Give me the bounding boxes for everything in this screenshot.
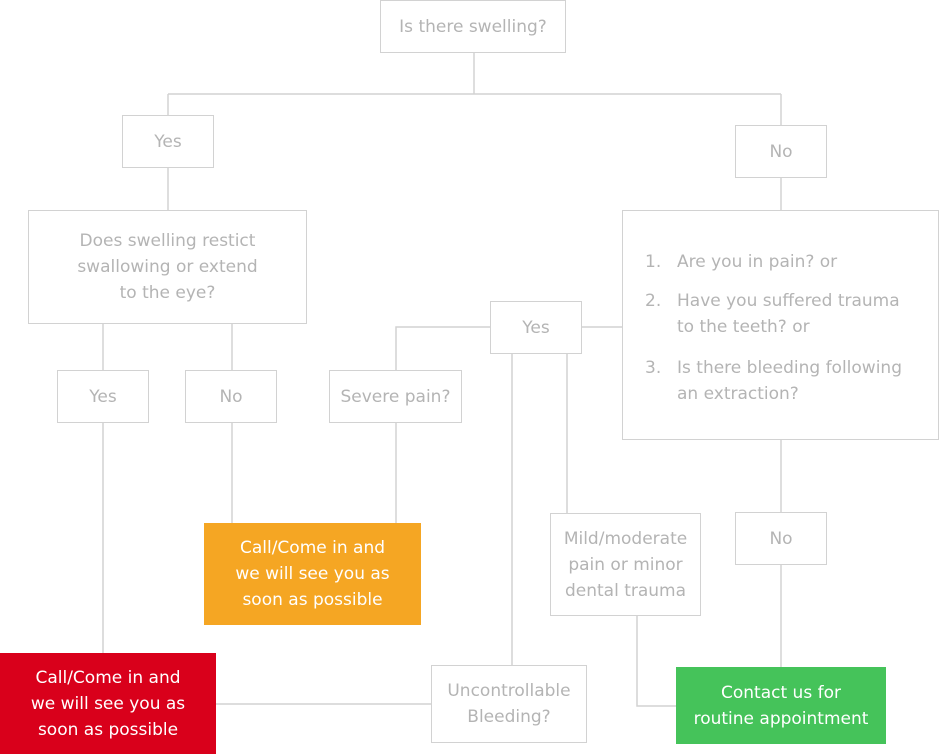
uncontrollable-bleeding-line-1: Uncontrollable <box>447 681 571 701</box>
emergency-call-node: Call/Come in and we will see you as soon… <box>0 653 216 754</box>
emergency-call-line-2: we will see you as <box>30 693 186 714</box>
swelling-yes-node: Yes <box>122 115 214 168</box>
question-item-3: 3. Is there bleeding following an extrac… <box>645 355 939 407</box>
question-number-3: 3. <box>645 358 662 378</box>
question-text-2-line-1: Have you suffered trauma <box>677 291 900 311</box>
swelling-severity-question-node: Does swelling restict swallowing or exte… <box>28 210 307 324</box>
severe-pain-node: Severe pain? <box>329 370 462 423</box>
mild-pain-line-2: pain or minor <box>568 554 683 575</box>
question-text-1-line-1: Are you in pain? or <box>677 252 838 272</box>
mild-pain-line-1: Mild/moderate <box>563 528 688 549</box>
eye-yes-node: Yes <box>57 370 149 423</box>
emergency-call-line-3: soon as possible <box>37 719 179 740</box>
eye-no-node: No <box>185 370 277 423</box>
pain-trauma-bleeding-question-node: 1. Are you in pain? or 2. Have you suffe… <box>622 210 939 440</box>
mild-pain-line-3: dental trauma <box>564 580 687 601</box>
question-text-3-line-2: an extraction? <box>677 384 799 404</box>
question-item-2: 2. Have you suffered trauma to the teeth… <box>645 288 939 340</box>
mild-pain-node: Mild/moderate pain or minor dental traum… <box>550 513 701 616</box>
connector-mild-to-green <box>636 616 676 707</box>
urgent-call-line-2: we will see you as <box>235 564 390 584</box>
question-number-2: 2. <box>645 291 662 311</box>
question-number-1: 1. <box>645 252 662 272</box>
uncontrollable-bleeding-node: Uncontrollable Bleeding? <box>431 665 587 743</box>
pain-yes-node: Yes <box>490 301 582 354</box>
uncontrollable-bleeding-line-2: Bleeding? <box>467 707 551 727</box>
question-text-2-line-2: to the teeth? or <box>677 317 810 337</box>
swelling-severity-line-2: swallowing or extend <box>77 257 258 277</box>
swelling-severity-line-3: to the eye? <box>119 283 216 303</box>
routine-appointment-line-1: Contact us for <box>721 682 841 703</box>
routine-appointment-line-2: routine appointment <box>693 708 869 729</box>
urgent-call-line-3: soon as possible <box>242 590 383 610</box>
routine-appointment-node: Contact us for routine appointment <box>676 667 886 744</box>
urgent-call-line-1: Call/Come in and <box>239 538 386 558</box>
swelling-severity-line-1: Does swelling restict <box>79 231 256 251</box>
swelling-no-node: No <box>735 125 827 178</box>
questions-no-node: No <box>735 512 827 565</box>
question-text-3-line-1: Is there bleeding following <box>677 358 902 378</box>
urgent-call-node: Call/Come in and we will see you as soon… <box>204 523 421 625</box>
connector-yes-to-severe <box>395 326 490 370</box>
swelling-question-node: Is there swelling? <box>380 0 566 53</box>
emergency-call-line-1: Call/Come in and <box>35 667 181 688</box>
question-item-1: 1. Are you in pain? or <box>645 249 939 275</box>
